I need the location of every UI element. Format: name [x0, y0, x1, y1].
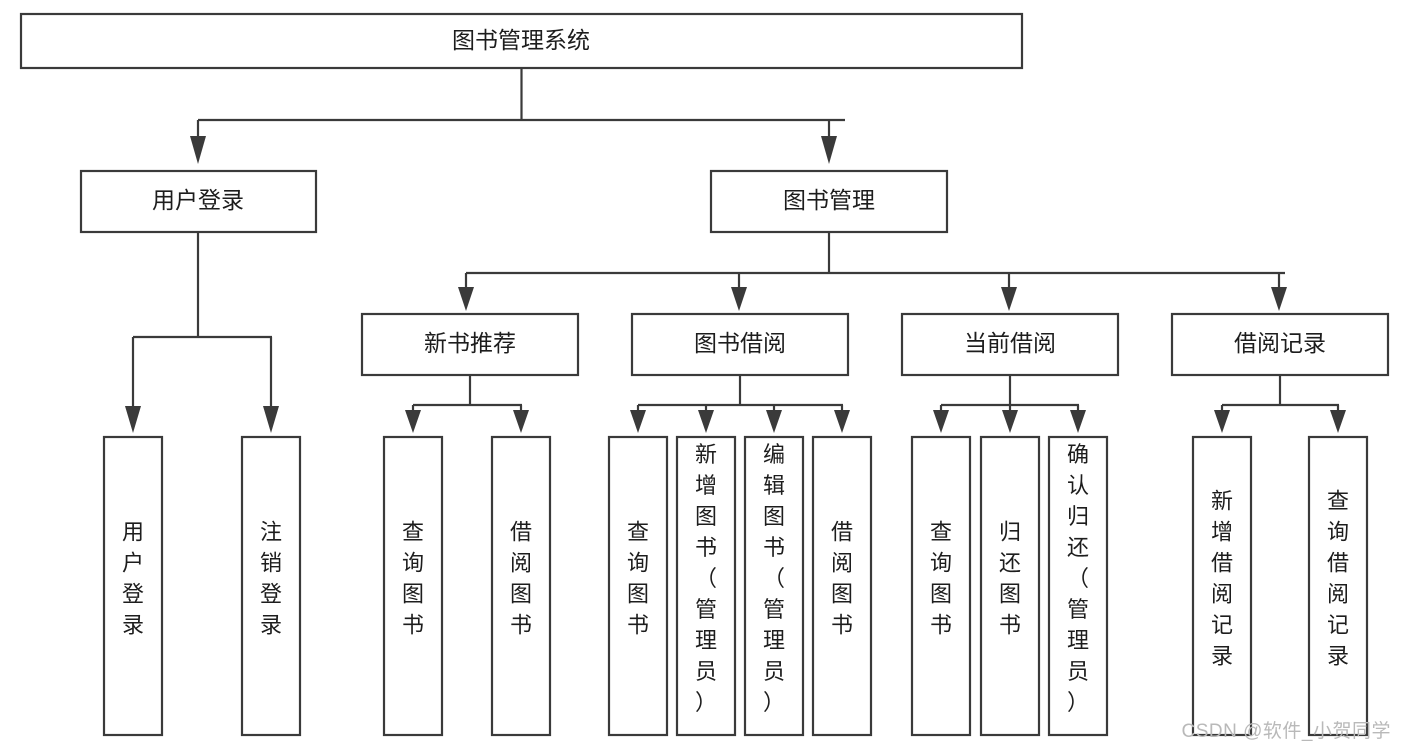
node-current-borrow-box[interactable]	[900, 312, 1120, 377]
connector-group-user-login-to-leaves	[125, 232, 279, 433]
node-leaf-user-login-box[interactable]	[102, 435, 164, 737]
node-leaf-query-book-3[interactable]: 查询图书	[910, 435, 972, 737]
node-book-management-label: 图书管理	[783, 187, 875, 213]
node-borrow-record[interactable]: 借阅记录	[1170, 312, 1390, 377]
arrow-head-leaf-user-login	[125, 406, 141, 433]
node-leaf-add-record-box[interactable]	[1191, 435, 1253, 737]
node-leaf-edit-book-box[interactable]	[743, 435, 805, 737]
arrow-head-leaf-query-book-1	[405, 410, 421, 433]
node-leaf-add-book-label: 新增图书（管理员）	[695, 442, 717, 715]
node-book-management-box[interactable]	[709, 169, 949, 234]
node-leaf-logout[interactable]: 注销登录	[240, 435, 302, 737]
arrow-head-to-new-book-recommend	[458, 287, 474, 311]
node-borrow-record-box[interactable]	[1170, 312, 1390, 377]
node-leaf-return-book-label: 归还图书	[999, 520, 1021, 638]
node-current-borrow[interactable]: 当前借阅	[900, 312, 1120, 377]
arrow-head-to-book-borrow	[731, 287, 747, 311]
connector-group-book-borrow-to-leaves	[630, 375, 850, 433]
arrow-head-to-user-login	[190, 136, 206, 164]
node-leaf-query-record[interactable]: 查询借阅记录	[1307, 435, 1369, 737]
arrow-head-leaf-add-book	[698, 410, 714, 433]
node-leaf-borrow-book-1[interactable]: 借阅图书	[490, 435, 552, 737]
arrow-head-leaf-borrow-book-2	[834, 410, 850, 433]
arrow-head-leaf-borrow-book-1	[513, 410, 529, 433]
node-book-borrow-box[interactable]	[630, 312, 850, 377]
connector-group-root-to-level2	[190, 68, 845, 164]
node-leaf-query-book-3-box[interactable]	[910, 435, 972, 737]
node-user-login-box[interactable]	[79, 169, 318, 234]
node-leaf-query-book-3-label: 查询图书	[930, 520, 952, 638]
node-root-system[interactable]: 图书管理系统	[19, 12, 1024, 70]
node-leaf-add-book-box[interactable]	[675, 435, 737, 737]
node-current-borrow-label: 当前借阅	[964, 330, 1056, 356]
node-leaf-query-record-label: 查询借阅记录	[1327, 489, 1349, 669]
node-leaf-logout-label: 注销登录	[260, 520, 282, 638]
arrow-head-leaf-edit-book	[766, 410, 782, 433]
connector-group-new-book-recommend-to-leaves	[405, 375, 529, 433]
node-leaf-borrow-book-2[interactable]: 借阅图书	[811, 435, 873, 737]
node-user-login-label: 用户登录	[152, 187, 244, 213]
node-leaf-add-book[interactable]: 新增图书（管理员）	[675, 435, 737, 737]
node-leaf-query-book-2-box[interactable]	[607, 435, 669, 737]
node-leaf-return-book[interactable]: 归还图书	[979, 435, 1041, 737]
node-leaf-user-login-label: 用户登录	[122, 520, 144, 638]
node-book-borrow-label: 图书借阅	[694, 330, 786, 356]
node-leaf-add-record-label: 新增借阅记录	[1211, 489, 1233, 669]
node-borrow-record-label: 借阅记录	[1234, 330, 1326, 356]
node-book-borrow[interactable]: 图书借阅	[630, 312, 850, 377]
node-new-book-recommend[interactable]: 新书推荐	[360, 312, 580, 377]
node-user-login[interactable]: 用户登录	[79, 169, 318, 234]
node-leaf-borrow-book-1-label: 借阅图书	[510, 520, 532, 638]
node-leaf-edit-book-label: 编辑图书（管理员）	[763, 442, 785, 715]
node-leaf-confirm-return[interactable]: 确认归还（管理员）	[1047, 435, 1109, 737]
csdn-watermark: CSDN @软件_小贺同学	[1181, 721, 1391, 742]
node-leaf-query-book-1-label: 查询图书	[402, 520, 424, 638]
arrow-head-leaf-confirm-return	[1070, 410, 1086, 433]
node-book-management[interactable]: 图书管理	[709, 169, 949, 234]
arrow-head-to-book-management	[821, 136, 837, 164]
node-leaf-query-book-2[interactable]: 查询图书	[607, 435, 669, 737]
node-leaf-user-login[interactable]: 用户登录	[102, 435, 164, 737]
connector-group-book-management-to-level3	[458, 232, 1287, 311]
node-new-book-recommend-label: 新书推荐	[424, 330, 516, 356]
node-new-book-recommend-box[interactable]	[360, 312, 580, 377]
node-leaf-confirm-return-box[interactable]	[1047, 435, 1109, 737]
node-leaf-query-book-2-label: 查询图书	[627, 520, 649, 638]
node-leaf-borrow-book-2-label: 借阅图书	[831, 520, 853, 638]
arrow-head-to-borrow-record	[1271, 287, 1287, 311]
arrow-head-to-current-borrow	[1001, 287, 1017, 311]
node-leaf-borrow-book-2-box[interactable]	[811, 435, 873, 737]
arrow-head-leaf-query-book-2	[630, 410, 646, 433]
node-root-system-label: 图书管理系统	[452, 27, 590, 53]
node-leaf-edit-book[interactable]: 编辑图书（管理员）	[743, 435, 805, 737]
arrow-head-leaf-logout	[263, 406, 279, 433]
node-leaf-add-record[interactable]: 新增借阅记录	[1191, 435, 1253, 737]
node-leaf-borrow-book-1-box[interactable]	[490, 435, 552, 737]
arrow-head-leaf-add-record	[1214, 410, 1230, 433]
connector-group-current-borrow-to-leaves	[933, 375, 1086, 433]
node-leaf-confirm-return-label: 确认归还（管理员）	[1067, 442, 1089, 715]
node-leaf-return-book-box[interactable]	[979, 435, 1041, 737]
arrow-head-leaf-query-book-3	[933, 410, 949, 433]
node-leaf-logout-box[interactable]	[240, 435, 302, 737]
node-leaf-query-book-1-box[interactable]	[382, 435, 444, 737]
node-root-system-box[interactable]	[19, 12, 1024, 70]
arrow-head-leaf-return-book	[1002, 410, 1018, 433]
connector-group-borrow-record-to-leaves	[1214, 375, 1346, 433]
arrow-head-leaf-query-record	[1330, 410, 1346, 433]
node-leaf-query-book-1[interactable]: 查询图书	[382, 435, 444, 737]
node-leaf-query-record-box[interactable]	[1307, 435, 1369, 737]
